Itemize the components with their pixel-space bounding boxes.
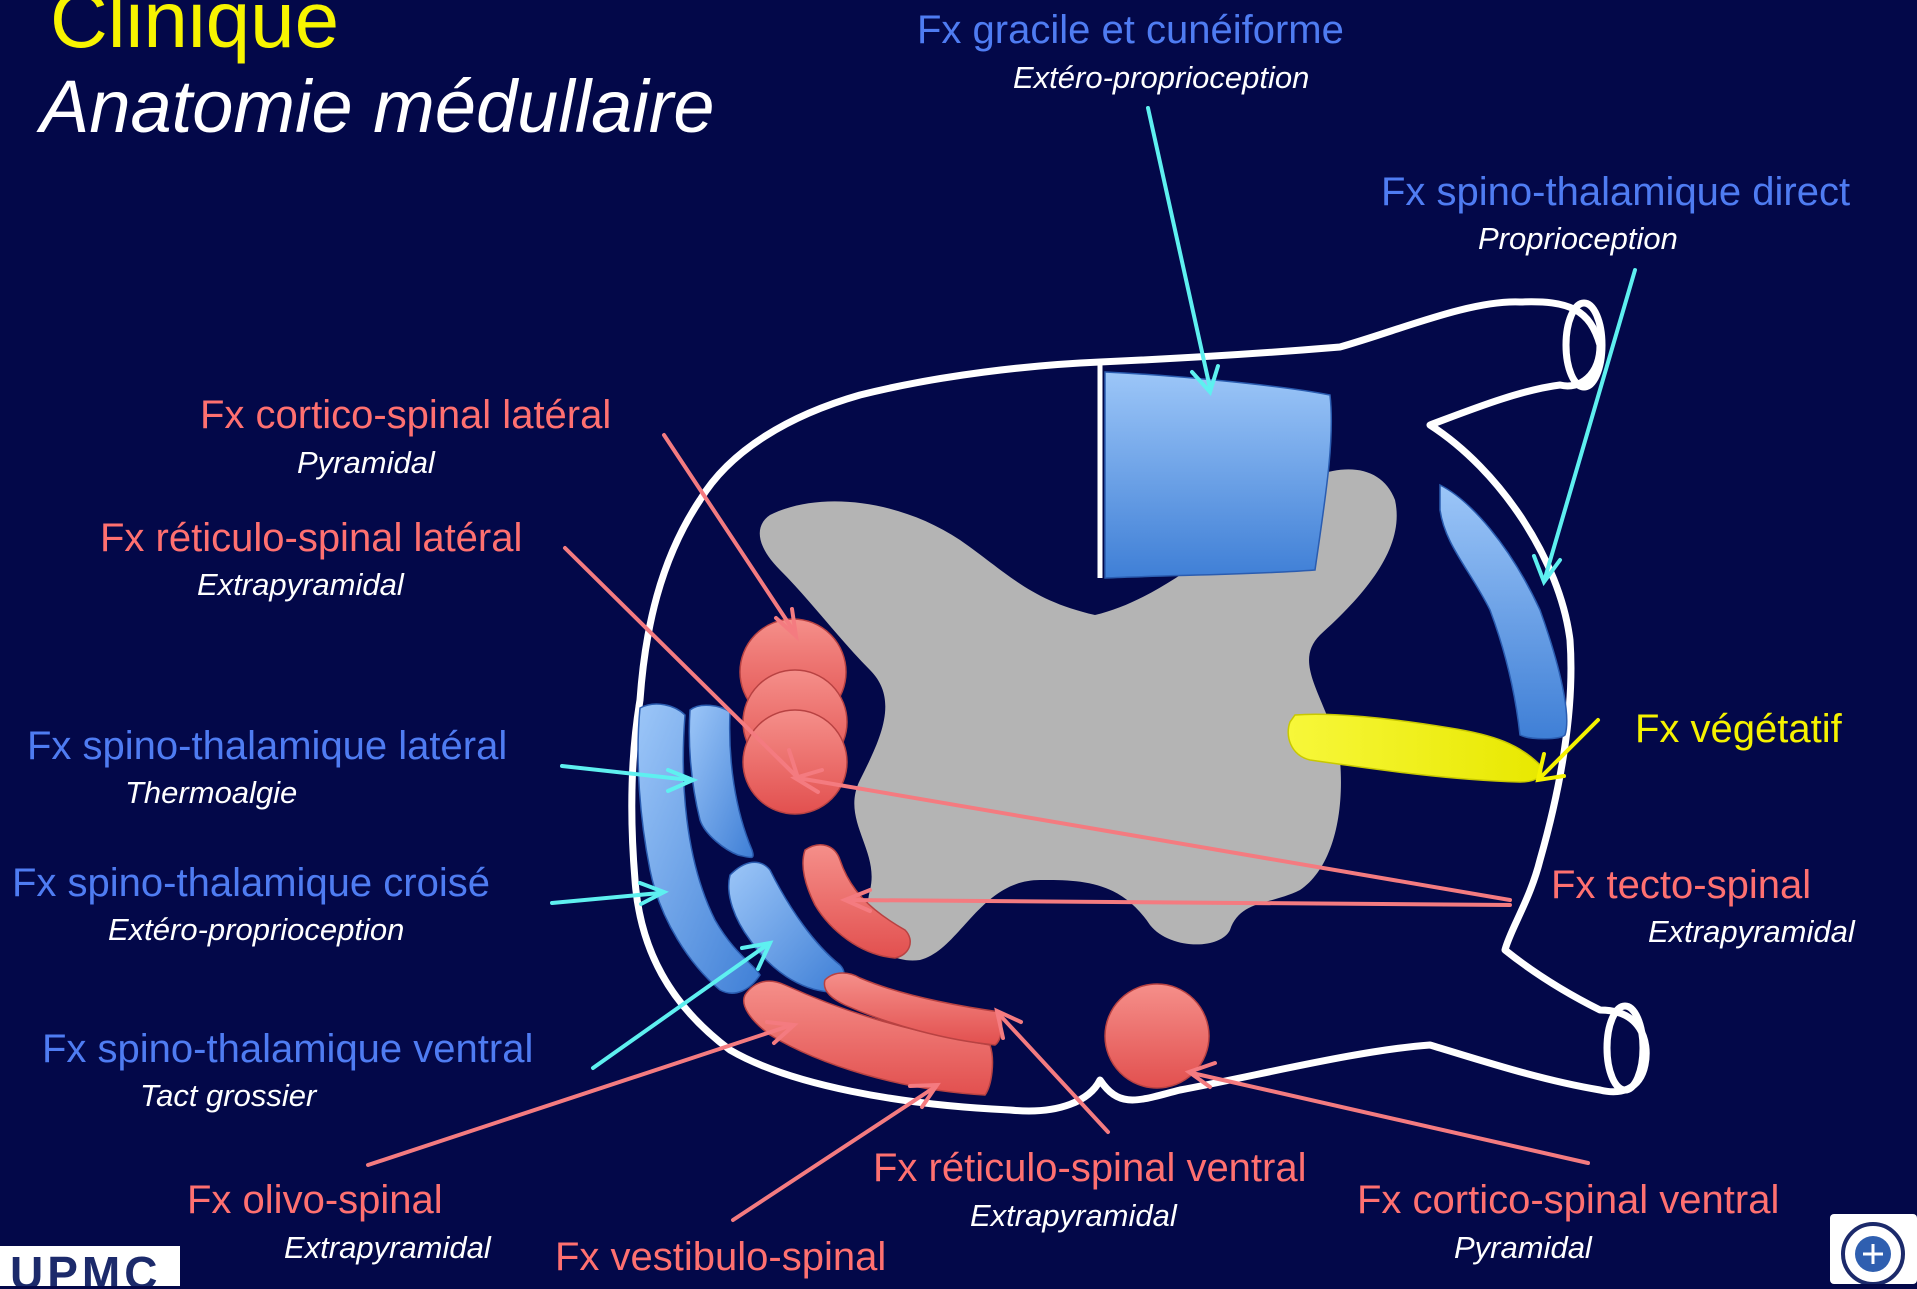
- arrow-spino-thal-ventral: [593, 945, 767, 1068]
- label-tecto-name: Fx tecto-spinal: [1551, 865, 1811, 905]
- label-gracile-name: Fx gracile et cunéiforme: [917, 10, 1344, 50]
- label-tecto-desc: Extrapyramidal: [1648, 916, 1855, 947]
- label-spino-thal-lateral-desc: Thermoalgie: [125, 777, 297, 808]
- label-spino-thal-ventral-name: Fx spino-thalamique ventral: [42, 1029, 533, 1069]
- label-vegetatif-name: Fx végétatif: [1635, 709, 1842, 749]
- arrow-reticulo-ventral: [998, 1013, 1108, 1132]
- arrow-gracile: [1148, 108, 1210, 388]
- upmc-logo: UPMC: [0, 1246, 180, 1286]
- label-cortico-lat-name: Fx cortico-spinal latéral: [200, 395, 611, 435]
- label-reticulo-lat-name: Fx réticulo-spinal latéral: [100, 518, 522, 558]
- label-reticulo-ventral-name: Fx réticulo-spinal ventral: [873, 1148, 1307, 1188]
- label-spino-thal-croise-name: Fx spino-thalamique croisé: [12, 863, 490, 903]
- rubro-spinal-tract: [743, 710, 847, 814]
- label-olivo-name: Fx olivo-spinal: [187, 1180, 443, 1220]
- label-spino-thal-direct-name: Fx spino-thalamique direct: [1381, 172, 1850, 212]
- seal-icon: [1830, 1214, 1917, 1284]
- label-cortico-ventral-name: Fx cortico-spinal ventral: [1357, 1180, 1779, 1220]
- gracile-cuneate-tract: [1105, 372, 1331, 578]
- label-spino-thal-direct-desc: Proprioception: [1478, 223, 1678, 254]
- label-cortico-lat-desc: Pyramidal: [297, 447, 435, 478]
- label-olivo-desc: Extrapyramidal: [284, 1232, 491, 1263]
- upmc-logo-text: UPMC: [10, 1250, 161, 1286]
- label-spino-thal-ventral-desc: Tact grossier: [140, 1080, 316, 1111]
- label-spino-thal-lateral-name: Fx spino-thalamique latéral: [27, 726, 507, 766]
- arrow-spino-thal-direct: [1545, 270, 1635, 578]
- spino-thalamic-direct-tract: [1440, 485, 1567, 739]
- label-reticulo-lat-desc: Extrapyramidal: [197, 569, 404, 600]
- label-spino-thal-croise-desc: Extéro-proprioception: [108, 914, 404, 945]
- label-vestibulo-name: Fx vestibulo-spinal: [555, 1237, 886, 1277]
- institution-seal-logo: [1830, 1214, 1917, 1284]
- label-cortico-ventral-desc: Pyramidal: [1454, 1232, 1592, 1263]
- label-reticulo-ventral-desc: Extrapyramidal: [970, 1200, 1177, 1231]
- label-gracile-desc: Extéro-proprioception: [1013, 62, 1309, 93]
